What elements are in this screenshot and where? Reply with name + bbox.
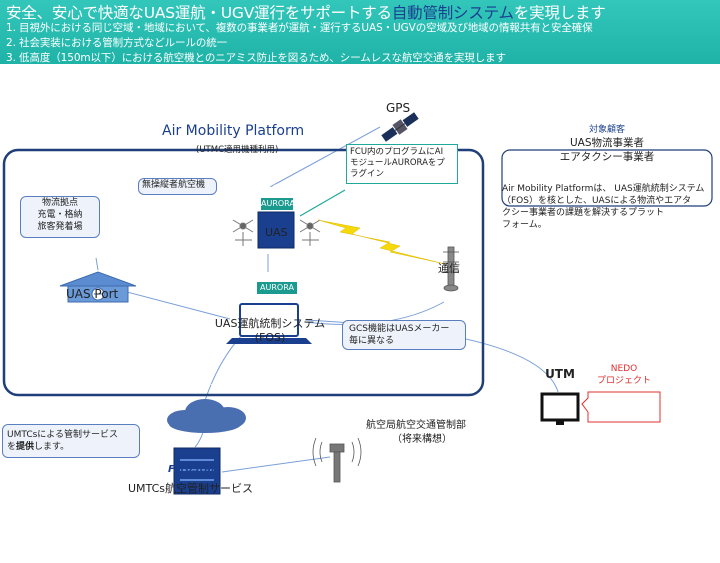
uas-label: UAS — [265, 226, 288, 239]
nedo-label-line-2: プロジェクト — [596, 376, 651, 386]
port-link-line — [95, 257, 99, 271]
laptop-icon — [226, 303, 312, 344]
platform-subtitle: (UTMC適用機種利用) — [196, 145, 279, 155]
antenna-icon — [443, 246, 459, 292]
target-list: UAS物流事業者 エアタクシー事業者 — [502, 136, 712, 164]
nedo-callout-box — [581, 391, 661, 423]
platform-frame — [2, 148, 485, 397]
fos-label: UAS運航統制システム (FOS) — [210, 317, 330, 345]
umtc-callout-line-1: UMTCsによる管制サービス — [7, 430, 119, 440]
fos-label-line-2: (FOS) — [254, 331, 286, 344]
description-line-4: フォーム。 — [502, 220, 547, 230]
nedo-label-line-1: NEDO — [610, 364, 638, 374]
fcu-note-line-1: FCU内のプログラムにAI — [350, 147, 444, 157]
atc-label-line-2: （将来構想） — [392, 434, 452, 445]
fcu-note-pointer — [299, 189, 346, 217]
gcs-callout-line-1: GCS機能はUASメーカー — [349, 324, 450, 334]
port-label: UAS Port — [66, 287, 119, 301]
header-banner: 安全、安心で快適なUAS運航・UGV運行をサポートする自動管制システムを実現しま… — [0, 0, 720, 64]
platform-description: Air Mobility Platformは、 UAS運航統制システム （FOS… — [502, 183, 704, 231]
umtc-service-label: UMTCs航空管制サービス — [128, 482, 254, 495]
internet-label: インターネット — [173, 383, 237, 393]
port-callout-line-1: 物流拠点 — [41, 198, 78, 208]
description-line-2: （FOS）を核とした、UASによる物流やエアタ — [502, 196, 692, 206]
drone-left-icon — [232, 219, 254, 246]
fos-label-line-1: UAS運航統制システム — [214, 317, 326, 330]
server-atc-line — [221, 456, 331, 473]
utm-label: UTM — [545, 367, 575, 381]
fcu-box — [257, 211, 295, 249]
satellite-icon — [381, 112, 419, 142]
umtc-callout-line-2: を提供します。 — [7, 442, 70, 452]
fos-aurora-badge: AURORA — [256, 281, 298, 295]
drone-right-icon — [299, 219, 321, 246]
fcu-aurora-badge: AURORA — [260, 197, 295, 211]
lightning-icon — [317, 219, 446, 265]
port-callout-line-2: 充電・格納 — [37, 210, 83, 220]
fcu-note-line-2: モジュールAURORAをプ — [350, 158, 445, 168]
port-callout-line-3: 旅客発着場 — [37, 222, 83, 232]
uas-port-icon — [59, 271, 137, 303]
control-tower-icon — [312, 437, 362, 483]
gcs-callout: GCS機能はUASメーカー 毎に異なる — [342, 320, 466, 350]
platform-title: Air Mobility Platform — [162, 123, 305, 139]
comm-label: 通信 — [438, 262, 460, 275]
farostar-logo: FaroStar — [168, 464, 216, 475]
utm-monitor-icon — [540, 392, 580, 425]
page-title: 安全、安心で快適なUAS運航・UGV運行をサポートする自動管制システムを実現しま… — [6, 4, 606, 22]
gps-label: GPS — [386, 101, 411, 115]
target-item-2: エアタクシー事業者 — [559, 151, 655, 163]
customer-box — [501, 149, 713, 207]
umtc-callout: UMTCsによる管制サービス を提供します。 — [2, 424, 140, 458]
fcu-label: FCU — [267, 184, 285, 194]
gps-link-line — [269, 126, 381, 188]
drone-callout: 無操縦者航空機 — [138, 178, 217, 195]
point-1: 1. 目視外における同じ空域・地域において、複数の事業者が運航・運行するUAS・… — [6, 22, 593, 34]
description-line-3: クシー事業者の課題を解決するプラット — [502, 208, 665, 218]
fcu-note-line-3: ラグイン — [350, 169, 385, 179]
fcu-note: FCU内のプログラムにAI モジュールAURORAをプ ラグイン — [346, 144, 458, 184]
cloud-icon — [167, 399, 246, 433]
port-callout: 物流拠点 充電・格納 旅客発着場 — [20, 196, 100, 238]
target-item-1: UAS物流事業者 — [569, 137, 645, 149]
nedo-label: NEDO プロジェクト — [590, 363, 658, 387]
target-title: 対象顧客 — [588, 125, 625, 135]
point-3: 3. 低高度（150m以下）における航空機とのニアミス防止を図るため、シームレス… — [6, 52, 506, 64]
gcs-callout-line-2: 毎に異なる — [349, 336, 395, 346]
description-line-1: Air Mobility Platformは、 UAS運航統制システム — [502, 184, 705, 194]
point-2: 2. 社会実装における管制方式などルールの統一 — [6, 37, 228, 49]
atc-label-line-1: 航空局航空交通管制部 — [366, 420, 466, 431]
server-icon — [173, 447, 221, 495]
